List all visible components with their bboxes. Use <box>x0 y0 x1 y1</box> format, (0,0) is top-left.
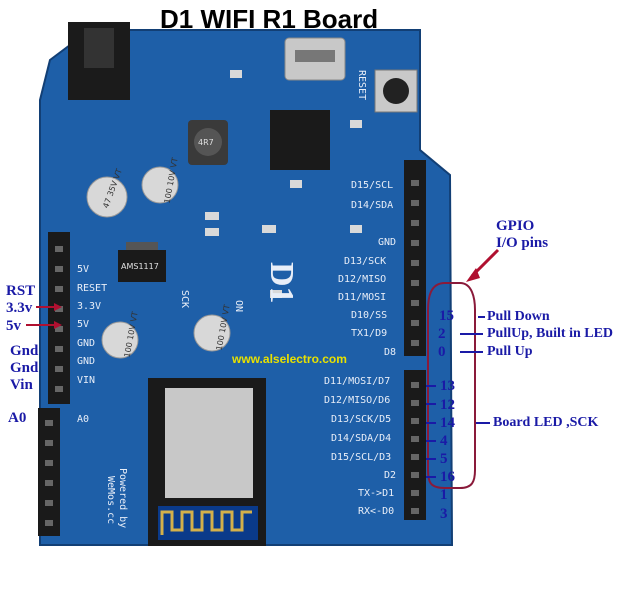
capacitor-100a <box>141 166 179 204</box>
capacitor-100c <box>193 314 231 352</box>
silk-d10-ss: D10/SS <box>351 310 388 321</box>
silk-wemos: WeMos.cc <box>105 476 116 525</box>
silk-5v-b: 5V <box>77 319 90 330</box>
silk-d11-mosi: D11/MOSI <box>338 292 387 303</box>
regulator <box>118 250 166 282</box>
note-pull-down: Pull Down <box>487 309 550 324</box>
silk-on: ON <box>233 300 244 313</box>
silk-powered-by: Powered by <box>117 468 128 529</box>
capacitor-100b <box>101 321 139 359</box>
silk-d3: D15/SCL/D3 <box>331 452 392 463</box>
silk-d1: TX->D1 <box>358 488 395 499</box>
gpio-13: 13 <box>440 378 455 394</box>
silk-d5: D13/SCK/D5 <box>331 414 392 425</box>
gpio-1: 1 <box>440 487 448 503</box>
label-inductor: 4R7 <box>198 138 214 147</box>
gpio-14: 14 <box>440 415 455 431</box>
pcb <box>39 29 454 546</box>
gpio-heading-line1: GPIO <box>496 218 535 234</box>
right-header-top <box>404 160 426 356</box>
gpio-16: 16 <box>440 469 455 485</box>
silk-d15-scl: D15/SCL <box>351 180 394 191</box>
label-gnd-b: Gnd <box>10 360 39 376</box>
label-vin: Vin <box>10 377 33 393</box>
silk-sck: SCK <box>179 290 190 309</box>
silk-d13-sck: D13/SCK <box>344 256 387 267</box>
silk-gnd: GND <box>378 237 397 248</box>
label-rst: RST <box>6 283 36 299</box>
label-5v: 5v <box>6 318 21 334</box>
note-pull-up: Pull Up <box>487 344 533 359</box>
silk-d0: RX<-D0 <box>358 506 395 517</box>
gpio-0: 0 <box>438 344 446 360</box>
silk-d1-logo: D1 <box>263 262 300 304</box>
silk-3v3: 3.3V <box>77 301 102 312</box>
silk-reset: RESET <box>77 283 108 294</box>
label-gnd-a: Gnd <box>10 343 39 359</box>
watermark: www.alselectro.com <box>232 352 347 366</box>
note-board-led: Board LED ,SCK <box>493 415 599 430</box>
silk-5v-a: 5V <box>77 264 90 275</box>
left-header-analog <box>38 408 60 536</box>
label-a0: A0 <box>8 410 27 426</box>
silk-d7: D11/MOSI/D7 <box>324 376 391 387</box>
silk-d6: D12/MISO/D6 <box>324 395 391 406</box>
silk-gnd-a: GND <box>77 338 96 349</box>
silk-reset-button: RESET <box>356 70 367 101</box>
silk-gnd-b: GND <box>77 356 96 367</box>
silk-d14-sda: D14/SDA <box>351 200 394 211</box>
silk-vin: VIN <box>77 375 96 386</box>
gpio-2: 2 <box>438 326 446 342</box>
silk-tx1-d9: TX1/D9 <box>351 328 388 339</box>
silk-a0: A0 <box>77 414 90 425</box>
label-regulator: AMS1117 <box>121 262 159 271</box>
gpio-4: 4 <box>440 433 448 449</box>
silk-d8: D8 <box>384 347 397 358</box>
gpio-3: 3 <box>440 506 448 522</box>
silk-d12-miso: D12/MISO <box>338 274 387 285</box>
right-header-bottom <box>404 370 426 520</box>
gpio-heading-line2: I/O pins <box>496 235 549 251</box>
left-header-power <box>48 232 70 404</box>
gpio-15: 15 <box>439 308 454 324</box>
gpio-5: 5 <box>440 451 448 467</box>
capacitor-47 <box>86 176 128 218</box>
gpio-12: 12 <box>440 397 455 413</box>
silk-d2: D2 <box>384 470 397 481</box>
gpio-bracket <box>427 282 476 489</box>
note-pullup-led: PullUp, Built in LED <box>487 326 614 341</box>
silk-d4: D14/SDA/D4 <box>331 433 392 444</box>
usb-serial-chip <box>270 110 330 170</box>
label-3v3: 3.3v <box>6 300 33 316</box>
